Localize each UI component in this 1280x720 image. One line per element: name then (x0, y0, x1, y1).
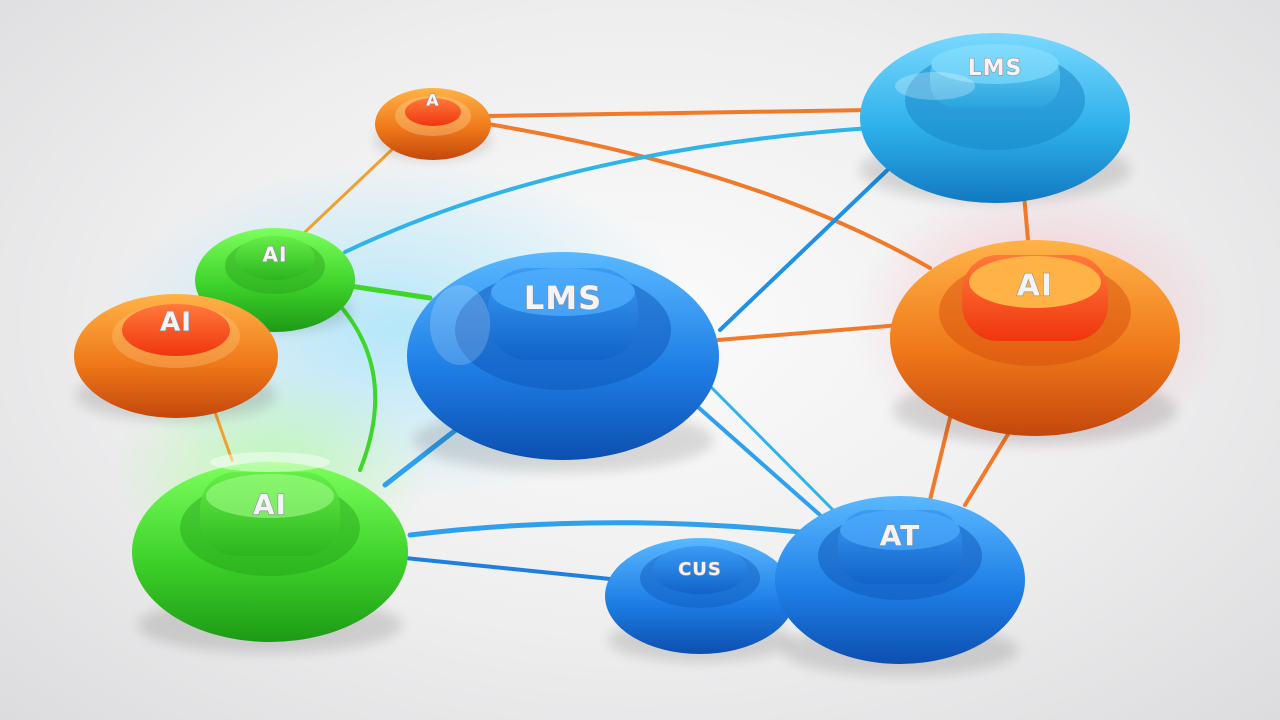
node-label: AI (263, 243, 288, 267)
node-orange-right: AI (890, 240, 1180, 444)
node-green-large: AI (132, 452, 408, 653)
connection-line (716, 323, 902, 342)
node-lms-center: LMS (407, 252, 719, 472)
connection-line (486, 108, 872, 118)
node-blue-bottom-right: AT (775, 496, 1025, 676)
connection-line (688, 398, 822, 517)
node-label: A (426, 91, 439, 110)
connection-line (303, 140, 402, 234)
connection-line (347, 283, 433, 301)
connection-line (718, 156, 902, 332)
node-orange-left: AI (74, 294, 278, 421)
node-label: LMS (524, 279, 602, 317)
node-label: LMS (968, 56, 1023, 81)
connection-line (486, 122, 932, 270)
connection-line (407, 520, 803, 538)
node-label: CUS (678, 559, 722, 580)
connection-line (403, 556, 622, 582)
node-small-blue-bottom: CUS (605, 538, 795, 662)
node-small-orange-top: A (375, 88, 491, 160)
node-label: AI (1017, 269, 1053, 304)
node-label: AI (160, 308, 192, 338)
node-label: AT (880, 519, 921, 552)
connection-line (333, 298, 378, 472)
connection-line (710, 386, 837, 514)
node-label: AI (253, 488, 287, 521)
connection-line (343, 126, 872, 254)
node-lms-top-right: LMS (860, 33, 1130, 203)
